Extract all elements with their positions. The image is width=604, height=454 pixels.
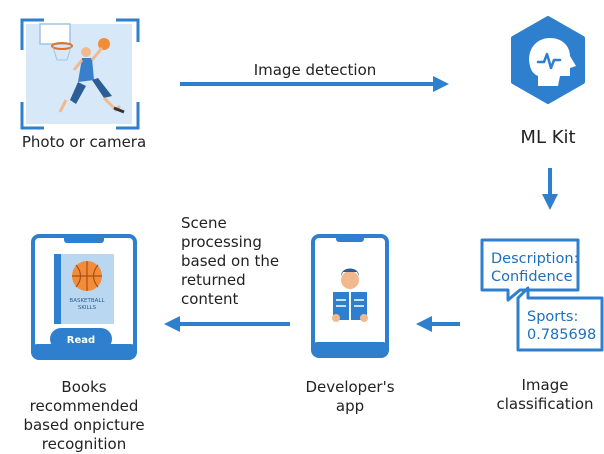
books-line-1: Books bbox=[61, 378, 107, 396]
photo-camera-icon bbox=[20, 18, 140, 130]
books-line-2: recommended bbox=[29, 397, 139, 415]
scene-line-3: based on the bbox=[181, 252, 280, 270]
classification-line-1: Image bbox=[521, 376, 569, 394]
books-label: Books recommended based onpicture recogn… bbox=[4, 378, 164, 454]
dev-app-line-2: app bbox=[335, 397, 365, 415]
dev-app-label: Developer's app bbox=[290, 378, 410, 416]
bubble-description-line-2: Confidence bbox=[491, 269, 573, 285]
classification-line-2: classification bbox=[496, 395, 594, 413]
brain-hexagon-icon bbox=[511, 16, 585, 104]
scene-line-5: content bbox=[181, 290, 239, 308]
books-line-4: recognition bbox=[41, 435, 127, 453]
phone-reader-icon bbox=[311, 234, 389, 358]
scene-line-1: Scene bbox=[181, 214, 227, 232]
mlkit-label: ML Kit bbox=[520, 127, 576, 148]
book-title-line-2: SKILLS bbox=[78, 305, 97, 311]
scene-line-4: returned bbox=[181, 271, 246, 289]
bubble-sports-line-2: 0.785698 bbox=[527, 327, 596, 343]
bubble-sports: Sports: 0.785698 bbox=[516, 286, 604, 352]
book-title-line-1: BASKETBALL bbox=[69, 298, 105, 304]
read-button-label: Read bbox=[67, 335, 95, 346]
edge-detection-label: Image detection bbox=[253, 61, 377, 79]
bubble-description: Description: Confidence bbox=[480, 238, 580, 302]
scene-processing-label: Scene processing based on the returned c… bbox=[181, 214, 301, 309]
bubble-description-line-1: Description: bbox=[491, 251, 578, 267]
photo-label: Photo or camera bbox=[21, 133, 147, 151]
bubble-sports-line-1: Sports: bbox=[527, 309, 578, 325]
dev-app-line-1: Developer's bbox=[305, 378, 395, 396]
scene-line-2: processing bbox=[181, 233, 262, 251]
books-line-3: based onpicture bbox=[23, 416, 145, 434]
classification-label: Image classification bbox=[486, 376, 604, 414]
read-button[interactable]: Read bbox=[50, 328, 112, 350]
